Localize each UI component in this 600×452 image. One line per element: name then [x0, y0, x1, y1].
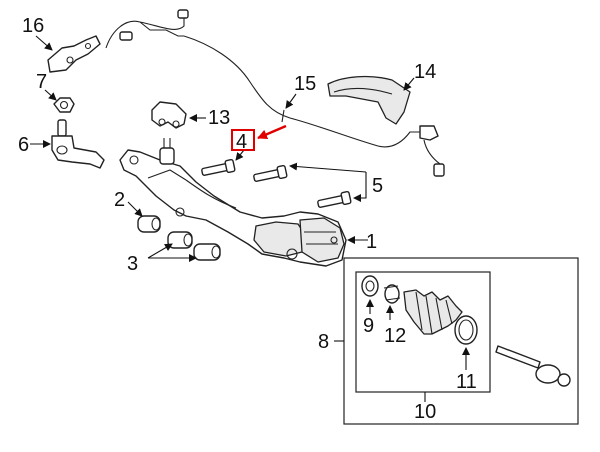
callout-11: 11: [456, 371, 477, 393]
ring-part-9[interactable]: [361, 275, 379, 297]
callout-4: 4: [236, 131, 247, 153]
wire-harness: [105, 9, 445, 177]
callout-1: 1: [366, 231, 377, 253]
callout-3: 3: [127, 253, 138, 275]
callout-8: 8: [318, 331, 329, 353]
callout-5: 5: [372, 175, 383, 197]
bolt-part-4[interactable]: [201, 158, 236, 176]
callout-4-highlight-box: [231, 129, 255, 151]
bolt-part-5b[interactable]: [317, 190, 352, 208]
bushing-part-2[interactable]: [137, 215, 161, 233]
clamp-part-12[interactable]: [383, 284, 401, 304]
inner-tie-rod[interactable]: [495, 345, 571, 387]
callout-13: 13: [208, 107, 230, 129]
bracket-part-13[interactable]: [151, 101, 187, 129]
bolt-part-5a[interactable]: [253, 164, 288, 182]
callout-15: 15: [294, 73, 316, 95]
bracket-part-16[interactable]: [47, 35, 101, 73]
callout-2: 2: [114, 189, 125, 211]
clamp-part-11[interactable]: [454, 315, 478, 345]
callout-14: 14: [414, 61, 436, 83]
callout-12: 12: [384, 325, 406, 347]
sensor-wire-part-15[interactable]: [281, 109, 285, 123]
heat-shield-part-14[interactable]: [327, 75, 411, 125]
bushing-part-3b[interactable]: [193, 243, 221, 261]
boot-bellows[interactable]: [403, 289, 463, 335]
steering-gear-part-1[interactable]: [119, 138, 347, 267]
tie-rod-end-part-6[interactable]: [51, 119, 105, 169]
bushing-part-3a[interactable]: [167, 231, 193, 249]
kit-frame-8: [355, 271, 491, 393]
callout-10: 10: [414, 401, 436, 423]
red-pointer-arrow: [257, 124, 287, 140]
callout-6: 6: [18, 134, 29, 156]
callout-7: 7: [36, 71, 47, 93]
nut-part-7[interactable]: [53, 97, 75, 113]
callout-16: 16: [22, 15, 44, 37]
callout-9: 9: [363, 315, 374, 337]
